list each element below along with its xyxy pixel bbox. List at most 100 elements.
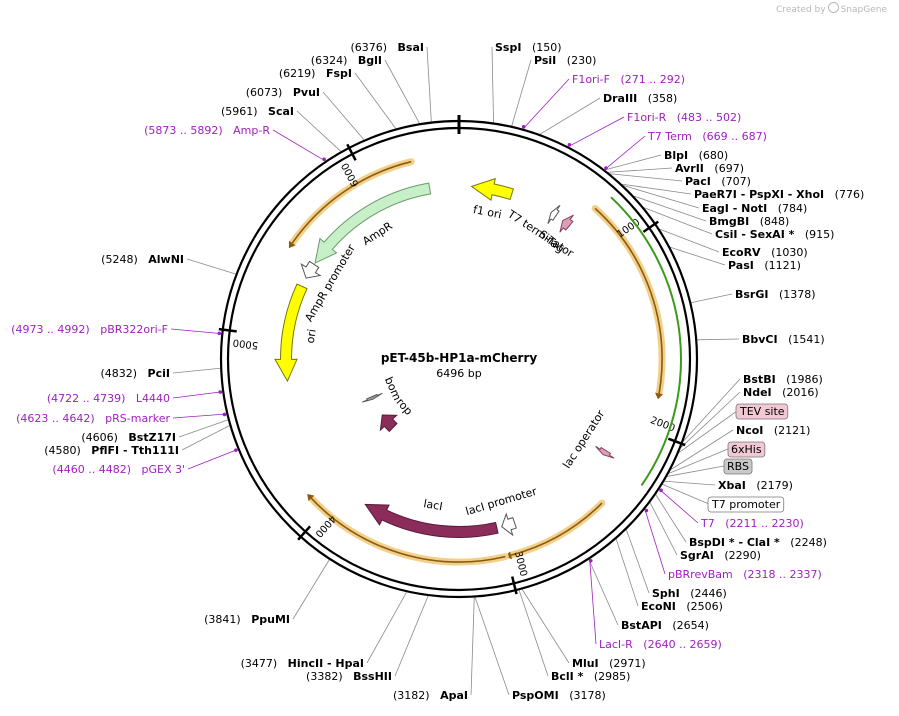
- site-label-bstapi[interactable]: BstAPI (2654): [621, 619, 709, 632]
- leader-bstapi: [588, 559, 619, 626]
- site-label-t7[interactable]: T7 (2211 .. 2230): [700, 517, 804, 530]
- site-label-bcli-[interactable]: BclI * (2985): [551, 670, 630, 683]
- site-label-mlui[interactable]: MluI (2971): [572, 657, 646, 670]
- site-label-pgex-3-[interactable]: (4460 .. 4482) pGEX 3': [52, 463, 185, 476]
- site-label-pasi[interactable]: PasI (1121): [728, 259, 801, 272]
- site-label-pvui[interactable]: (6073) PvuI: [246, 86, 320, 99]
- site-label-bmgbi[interactable]: BmgBI (848): [709, 215, 789, 228]
- leader-alwni: [186, 258, 236, 275]
- feature-ampr[interactable]: [314, 182, 432, 264]
- feature-ampr-promoter[interactable]: [300, 260, 322, 279]
- site-label-econi[interactable]: EcoNI (2506): [641, 600, 723, 613]
- site-label-xbai[interactable]: XbaI (2179): [718, 479, 793, 492]
- site-label-alwni[interactable]: (5248) AlwNI: [101, 253, 184, 266]
- site-label-paer7i-pspxi-xhoi[interactable]: PaeR7I - PspXI - XhoI (776): [694, 188, 864, 201]
- site-label-6xhis[interactable]: 6xHis: [731, 443, 762, 456]
- site-name-bspdi-clai-: BspDI * - ClaI *: [689, 536, 780, 549]
- site-name-pgex-3-: pGEX 3': [141, 463, 185, 476]
- site-coord-pflfi-tth111i: (4580): [44, 444, 81, 457]
- site-label-pflfi-tth111i[interactable]: (4580) PflFI - Tth111I: [44, 444, 179, 457]
- site-label-t7-promoter[interactable]: T7 promoter: [711, 498, 781, 511]
- tick-label-6000: 6000: [340, 161, 362, 189]
- site-coord-bstz17i: (4606): [81, 431, 118, 444]
- watermark-brand: SnapGene: [840, 5, 887, 15]
- orf-arrowhead-0: [288, 240, 296, 249]
- leader-paer7i-pspxi-xhoi: [621, 183, 692, 195]
- feature-t7-terminator[interactable]: [547, 204, 561, 224]
- site-label-avrii[interactable]: AvrII (697): [675, 162, 744, 175]
- site-name-fspi: FspI: [326, 67, 352, 80]
- site-label-bstz17i[interactable]: (4606) BstZ17I: [81, 431, 176, 444]
- site-label-bstbi[interactable]: BstBI (1986): [743, 373, 823, 386]
- site-coord-l4440: (4722 .. 4739): [47, 392, 126, 405]
- site-label-tev-site[interactable]: TEV site: [739, 405, 785, 418]
- site-coord-alwni: (5248): [101, 253, 138, 266]
- feature-rop[interactable]: [379, 414, 398, 433]
- feature-laci[interactable]: [364, 503, 499, 538]
- site-coord-csii-sexai-: (915): [805, 228, 835, 241]
- leader-pflfi-tth111i: [181, 425, 230, 451]
- site-label-f1ori-r[interactable]: F1ori-R (483 .. 502): [627, 111, 741, 124]
- site-label-ncoi[interactable]: NcoI (2121): [736, 424, 810, 437]
- site-label-pbr322ori-f[interactable]: (4973 .. 4992) pBR322ori-F: [11, 323, 168, 336]
- site-box-tev-site: [735, 403, 789, 420]
- orf-arrowhead-1: [655, 392, 664, 400]
- site-label-laci-r[interactable]: LacI-R (2640 .. 2659): [599, 638, 722, 651]
- site-coord-sphi: (2446): [690, 587, 727, 600]
- site-label-bbvci[interactable]: BbvCI (1541): [742, 333, 825, 346]
- primer-mark-l4440: [218, 390, 223, 394]
- site-label-sgrai[interactable]: SgrAI (2290): [680, 549, 761, 562]
- feature-laci-promoter[interactable]: [501, 512, 517, 537]
- feature-f1-ori[interactable]: [470, 177, 514, 202]
- site-label-f1ori-f[interactable]: F1ori-F (271 .. 292): [572, 73, 685, 86]
- site-coord-fspi: (6219): [279, 67, 316, 80]
- site-label-amp-r[interactable]: (5873 .. 5892) Amp-R: [144, 124, 270, 137]
- site-name-f1ori-f: F1ori-F: [572, 73, 610, 86]
- tick-label-5000: 5000: [232, 336, 259, 350]
- site-coord-pbr322ori-f: (4973 .. 4992): [11, 323, 90, 336]
- site-label-ndei[interactable]: NdeI (2016): [743, 386, 819, 399]
- feature-lac-operator[interactable]: [595, 445, 615, 459]
- site-name-pbrrevbam: pBRrevBam: [668, 568, 733, 581]
- site-label-apai[interactable]: (3182) ApaI: [393, 689, 468, 702]
- site-label-pbrrevbam[interactable]: pBRrevBam (2318 .. 2337): [668, 568, 822, 581]
- site-name-sphi: SphI: [652, 587, 680, 600]
- site-label-ecorv[interactable]: EcoRV (1030): [722, 246, 808, 259]
- orf-halo-2: [507, 499, 606, 559]
- site-label-bsshii[interactable]: (3382) BssHII: [306, 670, 392, 683]
- site-label-pspomi[interactable]: PspOMI (3178): [512, 689, 606, 702]
- leader-f1ori-f: [522, 78, 570, 130]
- site-name-avrii: AvrII: [675, 162, 704, 175]
- site-name-bstz17i: BstZ17I: [128, 431, 176, 444]
- site-label-eagi-noti[interactable]: EagI - NotI (784): [702, 202, 807, 215]
- feature-s-tag[interactable]: [559, 214, 574, 233]
- site-coord-prs-marker: (4623 .. 4642): [16, 412, 95, 425]
- primer-mark-pgex-3-: [234, 448, 238, 452]
- leader-bstbi: [683, 378, 741, 442]
- site-label-bsrgi[interactable]: BsrGI (1378): [735, 288, 816, 301]
- site-label-draiii[interactable]: DraIII (358): [603, 92, 677, 105]
- site-label-l4440[interactable]: (4722 .. 4739) L4440: [47, 392, 170, 405]
- site-label-bgli[interactable]: (6324) BglI: [311, 54, 382, 67]
- site-label-pcii[interactable]: (4832) PciI: [100, 367, 170, 380]
- site-label-rbs[interactable]: RBS: [727, 460, 749, 473]
- site-label-bspdi-clai-[interactable]: BspDI * - ClaI * (2248): [689, 536, 827, 549]
- site-name-bstapi: BstAPI: [621, 619, 662, 632]
- site-label-blpi[interactable]: BlpI (680): [664, 149, 728, 162]
- feature-ori[interactable]: [274, 283, 308, 383]
- site-coord-sgrai: (2290): [724, 549, 761, 562]
- site-label-fspi[interactable]: (6219) FspI: [279, 67, 352, 80]
- site-label-ppumi[interactable]: (3841) PpuMI: [204, 613, 290, 626]
- feature-bom[interactable]: [361, 392, 383, 403]
- site-label-bsai[interactable]: (6376) BsaI: [350, 41, 424, 54]
- site-label-paci[interactable]: PacI (707): [685, 175, 751, 188]
- site-label-sspi[interactable]: SspI (150): [495, 41, 562, 54]
- site-label-prs-marker[interactable]: (4623 .. 4642) pRS-marker: [16, 412, 170, 425]
- site-label-psii[interactable]: PsiI (230): [534, 54, 596, 67]
- site-label-hincii-hpai[interactable]: (3477) HincII - HpaI: [241, 657, 364, 670]
- site-label-scai[interactable]: (5961) ScaI: [221, 105, 294, 118]
- site-label-sphi[interactable]: SphI (2446): [652, 587, 727, 600]
- site-label-t7-term[interactable]: T7 Term (669 .. 687): [647, 130, 767, 143]
- site-label-csii-sexai-[interactable]: CsiI - SexAI * (915): [715, 228, 834, 241]
- leader-paci: [609, 173, 683, 182]
